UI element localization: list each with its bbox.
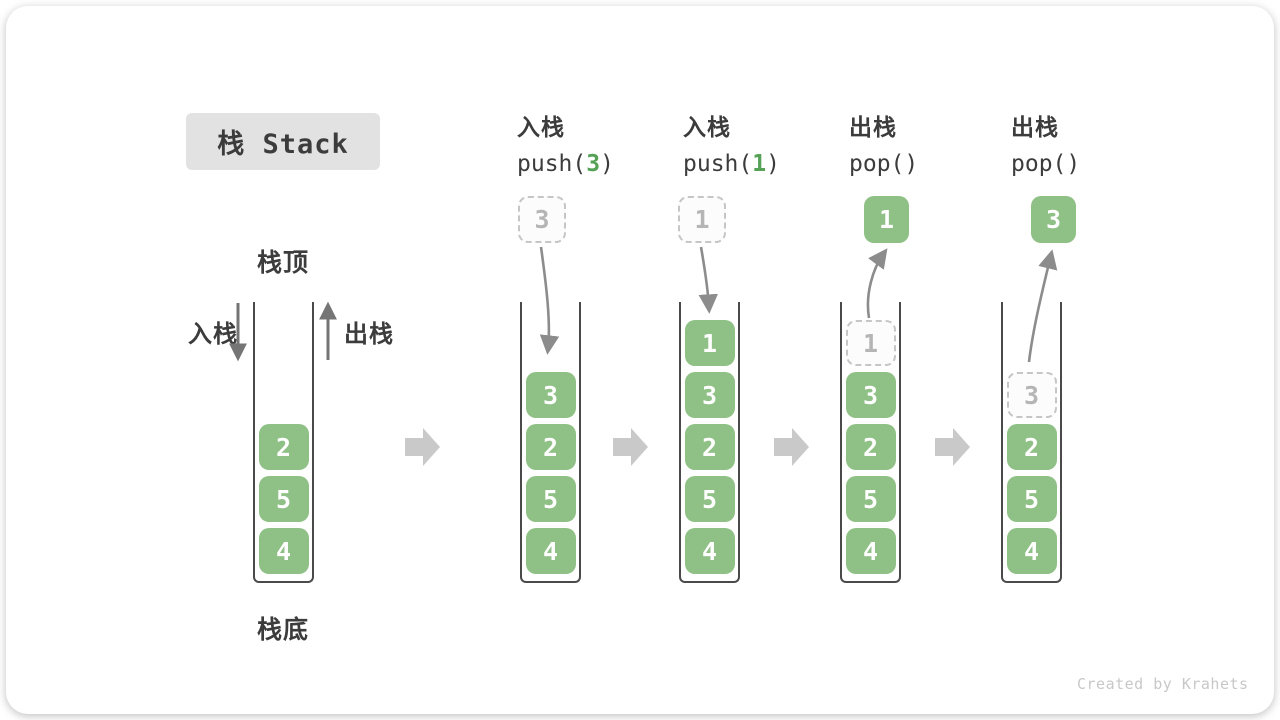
- pushed-value-box-3: 3: [518, 196, 566, 243]
- stack-cell-removed: 3: [1006, 372, 1057, 418]
- op-code: pop(): [1011, 151, 1080, 177]
- code-suffix: ): [766, 151, 780, 177]
- popped-value-box-3: 3: [1031, 196, 1076, 243]
- op-label: 出栈: [1011, 114, 1059, 140]
- stack-cell: 4: [1006, 528, 1057, 574]
- op-code: push(1): [683, 151, 780, 177]
- stack-cell: 2: [684, 424, 735, 470]
- title-box: 栈 Stack: [186, 113, 380, 170]
- code-suffix: ): [600, 151, 614, 177]
- title-text: 栈 Stack: [217, 129, 349, 160]
- col-header-pop-1: 出栈 pop(): [849, 108, 918, 177]
- stack-cell: 2: [525, 424, 576, 470]
- code-suffix: ): [1066, 151, 1081, 177]
- stack-cell: 5: [845, 476, 896, 522]
- stack-cell: 3: [684, 372, 735, 418]
- stack-cell: 1: [684, 320, 735, 366]
- stack-cell: 4: [258, 528, 309, 574]
- code-suffix: ): [904, 151, 919, 177]
- code-arg: 1: [752, 151, 767, 177]
- code-prefix: pop(: [849, 151, 905, 177]
- stack-top-label: 栈顶: [256, 249, 309, 277]
- stack-cell: 4: [845, 528, 896, 574]
- push-side-label: 入栈: [188, 321, 238, 348]
- stack-cell: 5: [1006, 476, 1057, 522]
- stack-cell: 3: [525, 372, 576, 418]
- stack-cell: 5: [258, 476, 309, 522]
- pushed-value-box-1: 1: [678, 196, 726, 243]
- op-code: pop(): [849, 151, 918, 177]
- stack-cell: 2: [1006, 424, 1057, 470]
- stack-after-push-1: 1 3 2 5 4: [679, 302, 740, 583]
- code-prefix: push(: [517, 151, 587, 177]
- col-header-pop-2: 出栈 pop(): [1011, 108, 1080, 177]
- op-code: push(3): [517, 151, 614, 177]
- stack-cell: 2: [845, 424, 896, 470]
- stack-cell: 5: [684, 476, 735, 522]
- stack-after-push-3: 3 2 5 4: [520, 302, 581, 583]
- stack-cell: 5: [525, 476, 576, 522]
- stack-initial: 2 5 4: [253, 302, 314, 583]
- op-label: 入栈: [517, 114, 565, 140]
- watermark: Created by Krahets: [1077, 675, 1249, 693]
- stack-after-pop-3: 3 2 5 4: [1001, 302, 1062, 583]
- col-header-push-3: 入栈 push(3): [517, 108, 614, 177]
- stack-cell-removed: 1: [845, 320, 896, 366]
- code-prefix: push(: [683, 151, 753, 177]
- stack-cell: 2: [258, 424, 309, 470]
- op-label: 出栈: [849, 114, 897, 140]
- stack-bottom-label: 栈底: [256, 616, 309, 644]
- stack-cell: 3: [845, 372, 896, 418]
- code-prefix: pop(: [1011, 151, 1067, 177]
- stack-after-pop-1: 1 3 2 5 4: [840, 302, 901, 583]
- popped-value-box-1: 1: [864, 196, 909, 243]
- pop-side-label: 出栈: [344, 321, 394, 348]
- code-arg: 3: [586, 151, 601, 177]
- stack-cell: 4: [525, 528, 576, 574]
- col-header-push-1: 入栈 push(1): [683, 108, 780, 177]
- stack-cell: 4: [684, 528, 735, 574]
- op-label: 入栈: [683, 114, 731, 140]
